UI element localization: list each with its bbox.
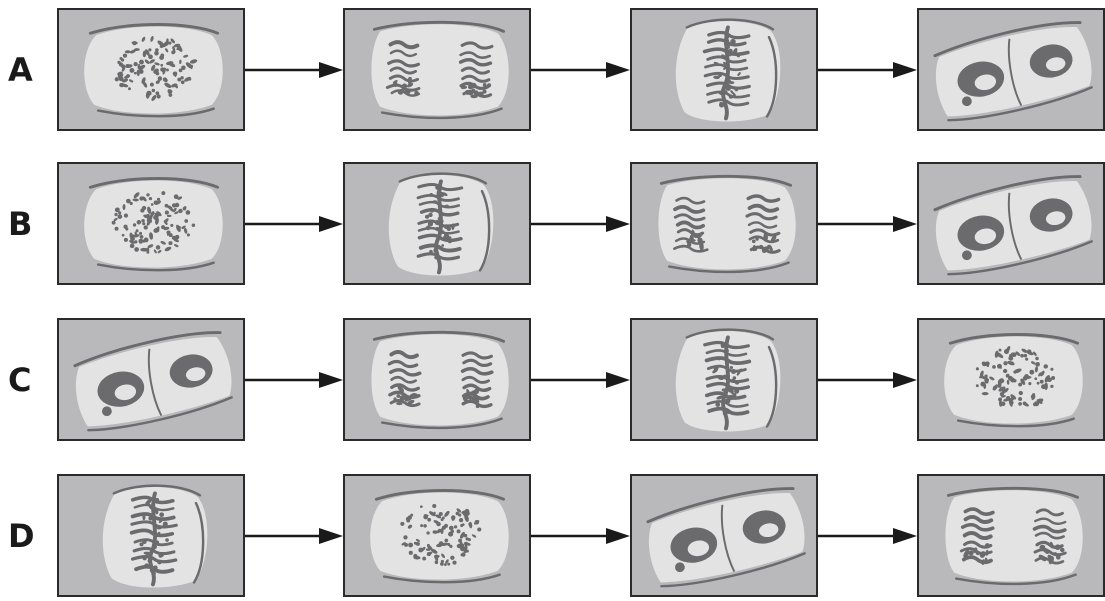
interphase-cell-illustration bbox=[84, 23, 223, 118]
cell-panel-b-1 bbox=[57, 162, 245, 285]
sequence-arrow bbox=[245, 526, 343, 546]
cell-panel-d-2 bbox=[343, 474, 531, 597]
cell-panel-c-4 bbox=[917, 318, 1105, 441]
interphase-cell-illustration bbox=[944, 333, 1083, 428]
sequence-arrow bbox=[531, 526, 630, 546]
row-label-d: D bbox=[8, 516, 35, 555]
telophase-cell-illustration bbox=[933, 21, 1093, 122]
sequence-arrow bbox=[531, 214, 630, 234]
sequence-arrow bbox=[818, 526, 917, 546]
sequence-arrow bbox=[245, 214, 343, 234]
interphase-cell-illustration bbox=[370, 489, 509, 584]
sequence-arrow bbox=[245, 370, 343, 390]
sequence-arrow bbox=[531, 60, 630, 80]
metaphase-cell-illustration bbox=[102, 484, 208, 588]
cell-panel-d-4 bbox=[917, 474, 1105, 597]
row-label-c: C bbox=[8, 360, 32, 399]
sequence-arrow bbox=[818, 60, 917, 80]
telophase-cell-illustration bbox=[73, 331, 233, 432]
metaphase-cell-illustration bbox=[675, 328, 781, 432]
cell-panel-d-1 bbox=[57, 474, 245, 597]
sequence-arrow bbox=[818, 214, 917, 234]
metaphase-cell-illustration bbox=[388, 172, 494, 276]
interphase-cell-illustration bbox=[84, 177, 223, 272]
sequence-arrow bbox=[245, 60, 343, 80]
cell-panel-d-3 bbox=[630, 474, 818, 597]
cell-panel-a-2 bbox=[343, 8, 531, 131]
cell-panel-a-3 bbox=[630, 8, 818, 131]
cell-panel-a-4 bbox=[917, 8, 1105, 131]
metaphase-cell-illustration bbox=[675, 18, 781, 122]
row-label-a: A bbox=[8, 50, 33, 89]
anaphase-cell-illustration bbox=[945, 486, 1083, 586]
anaphase-cell-illustration bbox=[658, 174, 796, 274]
anaphase-cell-illustration bbox=[371, 20, 509, 120]
cell-panel-c-3 bbox=[630, 318, 818, 441]
cell-panel-b-3 bbox=[630, 162, 818, 285]
telophase-cell-illustration bbox=[933, 175, 1093, 276]
anaphase-cell-illustration bbox=[371, 330, 509, 430]
cell-panel-c-1 bbox=[57, 318, 245, 441]
cell-panel-b-4 bbox=[917, 162, 1105, 285]
cell-panel-a-1 bbox=[57, 8, 245, 131]
cell-panel-b-2 bbox=[343, 162, 531, 285]
cell-panel-c-2 bbox=[343, 318, 531, 441]
telophase-cell-illustration bbox=[646, 487, 806, 588]
sequence-arrow bbox=[818, 370, 917, 390]
row-label-b: B bbox=[8, 204, 33, 243]
sequence-arrow bbox=[531, 370, 630, 390]
